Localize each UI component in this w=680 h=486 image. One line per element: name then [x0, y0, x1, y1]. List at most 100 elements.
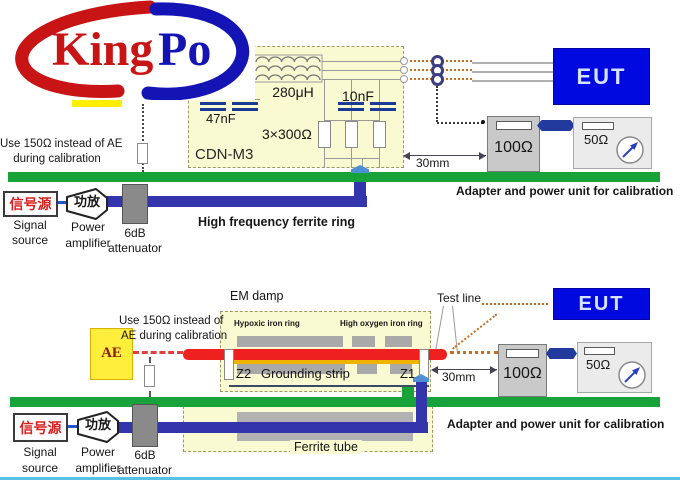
wire-line	[472, 71, 553, 73]
dimension-line	[404, 155, 486, 156]
logo-text-po: Po	[158, 23, 212, 76]
cable-tip	[351, 165, 369, 173]
eut-label: EUT	[576, 63, 627, 89]
calibration-note: Use 150Ω instead of AE	[0, 138, 123, 150]
ground-plane	[8, 172, 660, 182]
calibration-note: during calibration	[13, 153, 101, 165]
capacitor-icon	[370, 102, 396, 114]
resistor-icon	[496, 121, 532, 130]
cable-tip	[413, 374, 429, 382]
wire-line	[250, 79, 404, 80]
logo-text-king: King	[52, 23, 154, 76]
cable-vertical	[416, 381, 427, 433]
dotted-wire	[482, 303, 548, 305]
yellow-strip	[230, 360, 427, 364]
connector-circle	[400, 66, 408, 74]
resistor-icon	[318, 121, 331, 148]
adapter-caption: Adapter and power unit for calibration	[447, 417, 665, 431]
attenuator-label: attenuator	[117, 463, 173, 477]
dimension-line	[432, 369, 497, 370]
dotted-wire	[436, 86, 438, 122]
z1-label: Z1	[400, 366, 416, 381]
resistor-icon	[137, 143, 148, 164]
resistor-icon	[373, 121, 386, 148]
calibration-note: AE during calibration	[121, 330, 228, 342]
signal-source-en: source	[11, 233, 49, 247]
lead-line	[324, 120, 380, 121]
gap-label: 30mm	[416, 156, 450, 170]
terminal-dot	[481, 120, 485, 124]
meter-icon	[618, 361, 646, 389]
amplifier-en: Power	[80, 445, 115, 459]
highlight-bar	[72, 100, 122, 107]
wire-line	[250, 70, 404, 71]
ferrite-segment	[357, 364, 377, 374]
kingpo-logo: King Po	[0, 0, 255, 101]
arrow-right-icon	[490, 366, 497, 374]
amplifier-en: Power	[70, 220, 105, 234]
hypoxic-ring-label: Hypoxic iron ring	[234, 319, 300, 328]
power-unit-label: 50Ω	[586, 357, 611, 372]
ae-label: AE	[101, 345, 122, 362]
amplifier-cn: 功放	[85, 417, 112, 432]
signal-source-cn: 信号源	[9, 196, 52, 212]
resistor-icon	[582, 122, 614, 130]
connector-circle	[400, 57, 408, 65]
attenuator-label: 6dB	[134, 448, 156, 462]
callout-line	[435, 306, 444, 350]
ground-plane	[10, 397, 660, 407]
grounding-strip-label: Grounding strip	[261, 366, 350, 381]
logo-blue-arc	[141, 2, 250, 101]
resistor-icon	[506, 349, 539, 358]
ferrite-segment	[390, 364, 412, 374]
logo-swoosh	[15, 0, 250, 101]
power-unit-label: 50Ω	[584, 132, 609, 147]
adapter-100ohm-box: 100Ω	[498, 344, 547, 397]
wire-line	[472, 80, 553, 82]
capacitor-icon	[338, 102, 364, 114]
grounding-wire	[229, 385, 429, 387]
cable-thin	[68, 425, 77, 428]
logo-red-arc	[15, 0, 157, 99]
eut-label: EUT	[578, 292, 625, 315]
capacitor-icon	[200, 102, 226, 114]
signal-source-en: source	[21, 461, 59, 475]
resistor-icon	[584, 347, 615, 355]
arrow-left-icon	[403, 152, 410, 160]
signal-source-box: 信号源	[3, 191, 58, 217]
ground-stub	[402, 387, 414, 397]
arrow-left-icon	[431, 366, 438, 374]
lead-line	[362, 158, 363, 168]
ferrite-segment	[352, 336, 375, 347]
resistor-icon	[144, 365, 155, 387]
ferrite-ring-label: High frequency ferrite ring	[198, 215, 355, 229]
wire-line	[472, 62, 553, 64]
resistor-icon	[345, 121, 358, 148]
signal-source-en: Signal	[13, 218, 47, 232]
ferrite-segment	[385, 336, 412, 347]
cable-thin	[58, 201, 68, 204]
ferrite-segment	[237, 336, 343, 347]
oxygen-ring-label: High oxygen iron ring	[340, 319, 423, 328]
ferrite-segment	[237, 364, 345, 374]
eut-box: EUT	[553, 48, 650, 105]
power-unit-50ohm-box: 50Ω	[573, 117, 652, 169]
connector-circle	[400, 75, 408, 83]
capacitor-value: 10nF	[342, 88, 374, 104]
coax-connector	[537, 120, 575, 131]
amplifier-cn: 功放	[74, 194, 101, 209]
cdn-label: CDN-M3	[195, 146, 254, 163]
ferrite-ring-icon	[431, 73, 444, 86]
amplifier-en: amplifier	[65, 236, 111, 250]
cable-horizontal	[111, 422, 428, 433]
dotted-wire	[437, 122, 483, 124]
dotted-wire	[142, 104, 144, 172]
amplifier-icon	[66, 188, 108, 220]
adapter-100ohm-box: 100Ω	[487, 116, 540, 172]
attenuator-box	[122, 184, 148, 224]
attenuator-label: 6dB	[124, 226, 146, 240]
dotted-wire	[452, 313, 498, 350]
capacitor-icon	[232, 102, 258, 114]
resistor-bank-value: 3×300Ω	[262, 126, 312, 142]
dotted-wire	[450, 351, 498, 354]
